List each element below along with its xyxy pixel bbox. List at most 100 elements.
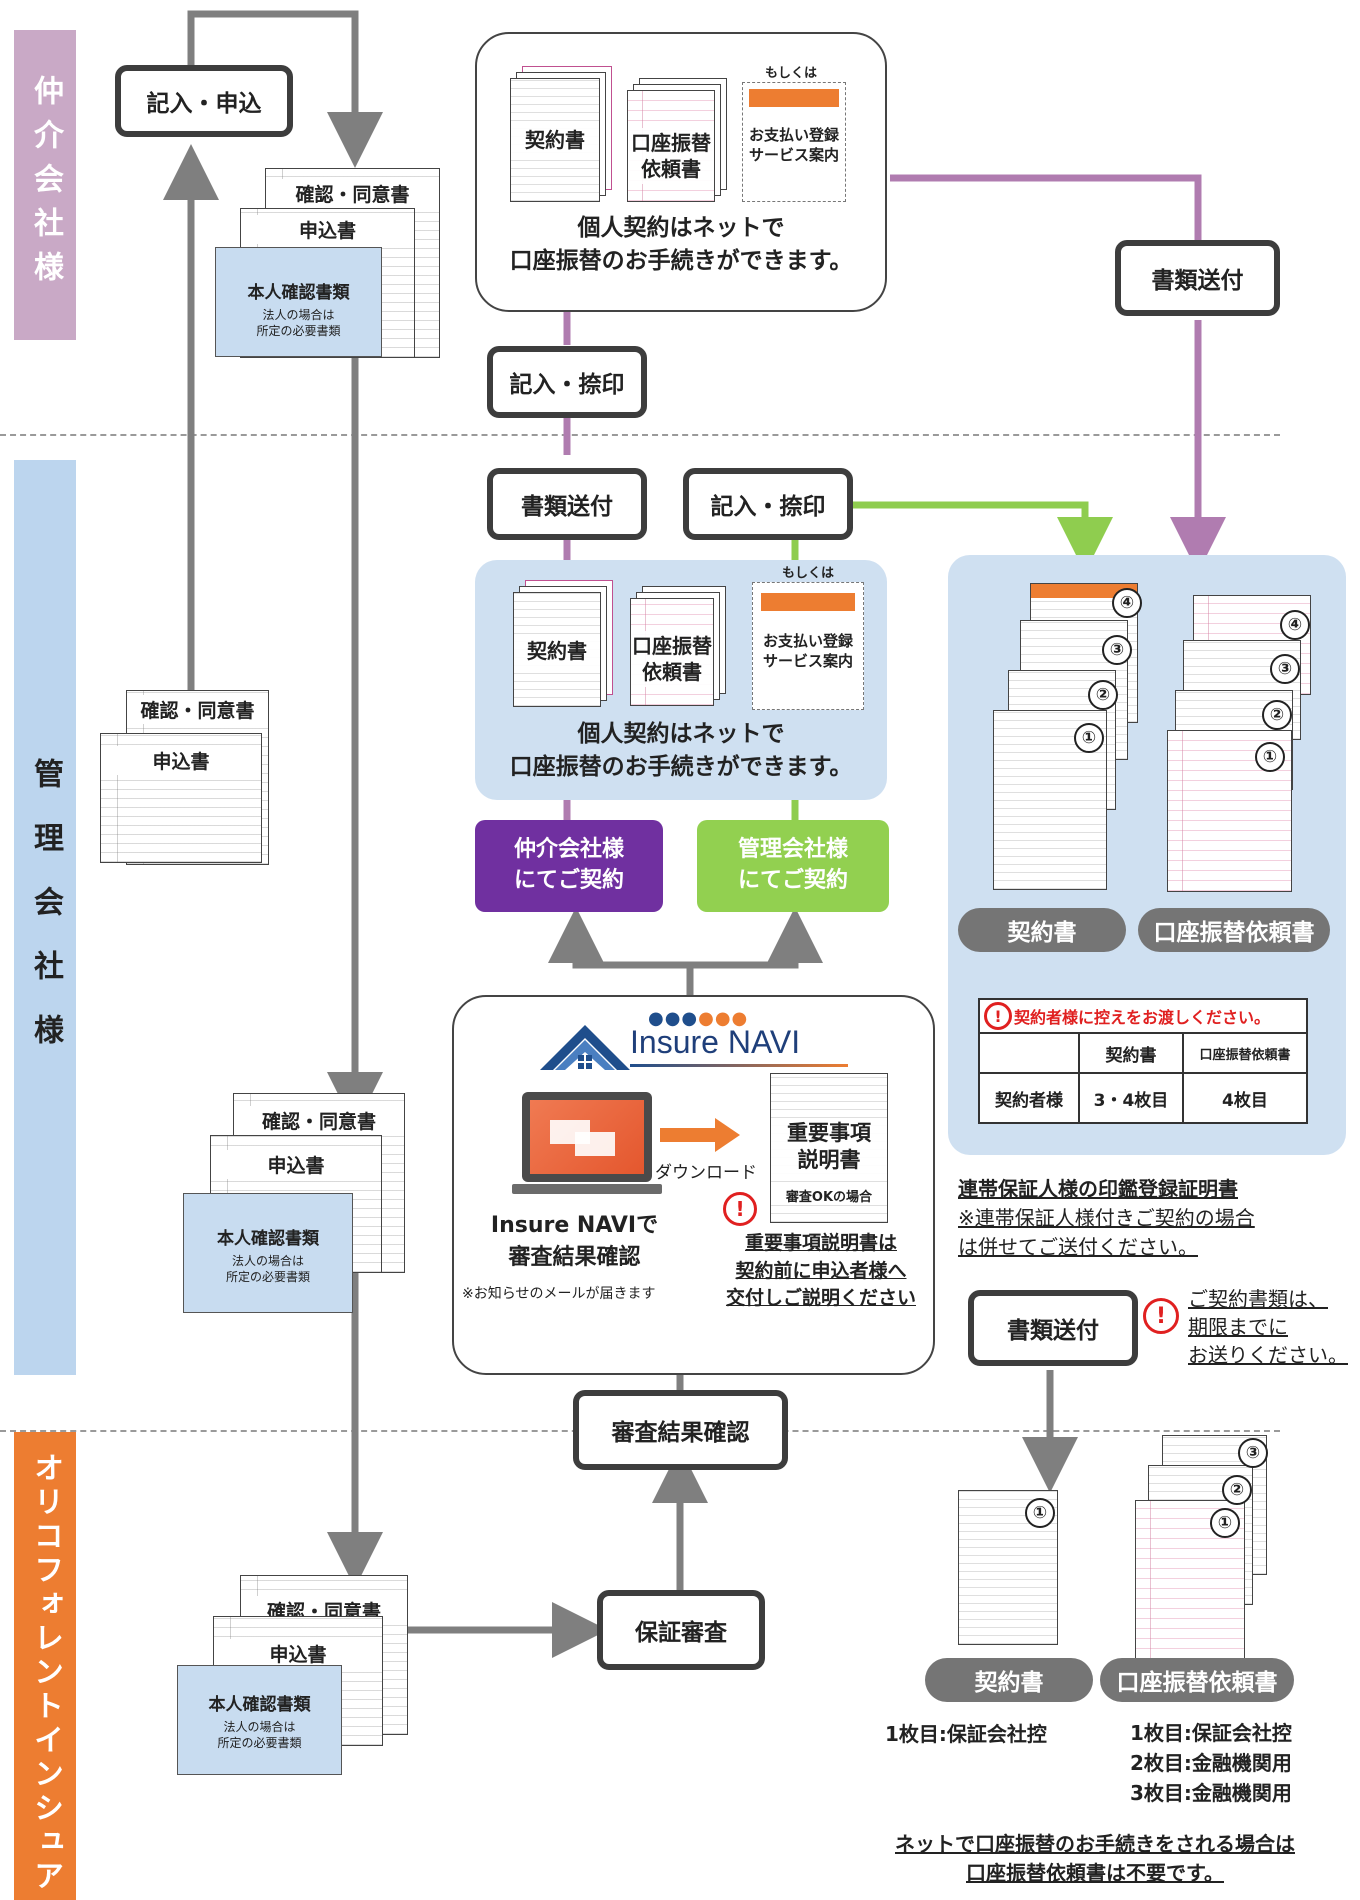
- shorui-soufu-box-1: 書類送付: [1115, 240, 1280, 316]
- right-keiyaku-num-2: ②: [1088, 680, 1118, 710]
- doc-honnin-4-title: 本人確認書類: [208, 1695, 311, 1715]
- kinyu-moushikomi-box: 記入・申込: [115, 65, 293, 137]
- top-koza-doc: 口座振替 依頼書: [627, 90, 715, 202]
- kinyu-natsuin-box-2: 記入・捺印: [683, 468, 853, 540]
- hikae-col2: 口座振替依頼書: [1181, 1032, 1309, 1074]
- top-moshikuwa: もしくは: [765, 66, 818, 81]
- bottom-koza-num-3: ③: [1238, 1438, 1268, 1468]
- hosho-shinsa-box: 保証審査: [597, 1590, 765, 1670]
- right-koza-num-4: ④: [1280, 610, 1310, 640]
- doc-honnin-1: 本人確認書類 法人の場合は 所定の必要書類: [215, 247, 382, 357]
- top-net-note-2: 口座振替のお手続きができます。: [509, 248, 853, 275]
- mid-koza-label-b: 依頼書: [642, 659, 702, 684]
- hikae-table-corner: [978, 1032, 1080, 1074]
- bottom-footnote: ネットで口座振替のお手続きをされる場合は 口座振替依頼書は不要です。: [870, 1830, 1320, 1888]
- deadline-3: お送りください。: [1188, 1343, 1348, 1367]
- rentai-note-2: は併せてご送付ください。: [958, 1235, 1198, 1259]
- insure-navi-logo: Insure NAVI: [630, 1024, 801, 1060]
- doc-honnin-1-title: 本人確認書類: [247, 283, 350, 303]
- bottom-keiyaku-pill: 契約書: [925, 1658, 1093, 1702]
- mid-keiyakusho-doc: 契約書: [513, 592, 601, 707]
- mid-oshiharai-b: サービス案内: [762, 652, 853, 671]
- insure-check-b: 審査結果確認: [508, 1244, 641, 1270]
- shorui-soufu-box-3: 書類送付: [968, 1290, 1138, 1366]
- bottom-koza-pill: 口座振替依頼書: [1100, 1658, 1294, 1702]
- mid-koza-label: 口座振替 依頼書: [631, 630, 713, 687]
- kinyu-natsuin-label-1: 記入・捺印: [509, 372, 625, 398]
- mid-koza-label-a: 口座振替: [632, 633, 712, 658]
- exclamation-icon: !: [723, 1192, 757, 1226]
- doc-moushikomi-2-title: 申込書: [101, 746, 261, 775]
- doc-moushikomi-4-title: 申込書: [214, 1639, 382, 1668]
- mid-net-note-2: 口座振替のお手続きができます。: [509, 754, 853, 781]
- rentai-title: 連帯保証人様の印鑑登録証明書: [958, 1177, 1238, 1201]
- jyuyo-b: 説明書: [797, 1148, 861, 1173]
- jyuyo-warning-2: 契約前に申込者様へ: [735, 1259, 907, 1282]
- rentai-note: 連帯保証人様の印鑑登録証明書 ※連帯保証人様付きご契約の場合 は併せてご送付くだ…: [958, 1175, 1348, 1262]
- doc-honnin-3-title: 本人確認書類: [217, 1229, 319, 1249]
- right-keiyaku-num-3: ③: [1102, 635, 1132, 665]
- section-orico: オリコフォレントインシュア: [14, 1432, 76, 1900]
- bottom-koza-num-2: ②: [1222, 1475, 1252, 1505]
- mid-net-note-1: 個人契約はネットで: [577, 721, 785, 747]
- download-label: ダウンロード: [655, 1163, 757, 1183]
- hikae-val2: 4枚目: [1181, 1072, 1309, 1124]
- doc-honnin-3-sub1: 法人の場合は: [231, 1254, 304, 1268]
- top-net-note: 個人契約はネットで 口座振替のお手続きができます。: [480, 212, 882, 279]
- chukai-keiyaku-line2: にてご契約: [513, 868, 624, 893]
- jyuyo-warning: 重要事項説明書は 契約前に申込者様へ 交付しご説明ください: [712, 1230, 930, 1313]
- top-koza-label-a: 口座振替: [631, 131, 711, 156]
- hikae-header: ! 契約者様に控えをお渡しください。: [978, 998, 1308, 1034]
- deadline-note: ご契約書類は、 期限までに お送りください。: [1188, 1285, 1348, 1369]
- mid-net-note: 個人契約はネットで 口座振替のお手続きができます。: [480, 718, 882, 785]
- top-oshiharai-a: お支払い登録: [748, 126, 839, 144]
- doc-honnin-4-sub2: 所定の必要書類: [217, 1736, 302, 1751]
- doc-honnin-4-sub1: 法人の場合は: [223, 1720, 296, 1734]
- mid-oshiharai-header: [761, 593, 855, 611]
- doc-honnin-4: 本人確認書類 法人の場合は 所定の必要書類: [177, 1665, 342, 1775]
- doc-moushikomi-1-title: 申込書: [241, 215, 414, 244]
- mid-koza-doc: 口座振替 依頼書: [630, 598, 714, 706]
- hikae-table: 契約書 口座振替依頼書 契約者様 3・4枚目 4枚目: [978, 1032, 1309, 1124]
- chukai-keiyaku-line1: 仲介会社様: [513, 837, 624, 863]
- doc-moushikomi-3-title: 申込書: [211, 1150, 381, 1179]
- bottom-keiyaku-note: 1枚目:保証会社控: [885, 1722, 1047, 1746]
- top-net-note-1: 個人契約はネットで: [577, 215, 785, 241]
- shinsa-kekka-label: 審査結果確認: [611, 1420, 750, 1446]
- kanri-keiyaku-line2: にてご契約: [737, 868, 848, 893]
- top-oshiharai-header: [749, 89, 839, 107]
- deadline-1: ご契約書類は、: [1188, 1287, 1328, 1311]
- top-koza-label-b: 依頼書: [641, 157, 701, 182]
- hikae-table-header: 契約書 口座振替依頼書: [978, 1032, 1309, 1074]
- doc-moushikomi-2: 申込書: [100, 733, 262, 863]
- house-logo-icon: [540, 1025, 630, 1070]
- kanri-keiyaku-line1: 管理会社様: [737, 837, 848, 863]
- doc-honnin-1-sub2: 所定の必要書類: [256, 324, 341, 339]
- hikae-exclamation-icon: !: [984, 1002, 1012, 1030]
- section-orico-label: オリコフォレントインシュア: [28, 1452, 63, 1894]
- section-kanri-label: 管理会社様: [28, 757, 63, 1078]
- shinsa-ok: 審査OKの場合: [771, 1186, 887, 1205]
- section-chukai: 仲介会社様: [14, 30, 76, 340]
- kinyu-moushikomi-label: 記入・申込: [146, 91, 262, 117]
- insure-check-a: Insure NAVIで: [490, 1213, 659, 1238]
- top-oshiharai-b: サービス案内: [748, 146, 839, 165]
- laptop-icon: [512, 1092, 662, 1212]
- chukai-keiyaku-button: 仲介会社様 にてご契約: [475, 820, 663, 912]
- hosho-shinsa-label: 保証審査: [635, 1620, 727, 1646]
- top-keiyakusho-doc: 契約書: [510, 78, 600, 202]
- right-keiyaku-num-4: ④: [1112, 588, 1142, 618]
- hikae-table-row: 契約者様 3・4枚目 4枚目: [978, 1072, 1309, 1124]
- section-kanri: 管理会社様: [14, 460, 76, 1375]
- mid-oshiharai-text: お支払い登録 サービス案内: [753, 631, 863, 672]
- rentai-note-1: ※連帯保証人様付きご契約の場合: [958, 1206, 1255, 1230]
- insure-check-text: Insure NAVIで 審査結果確認: [462, 1210, 687, 1274]
- doc-kakunin-1-title: 確認・同意書: [266, 179, 439, 208]
- hikae-val1: 3・4枚目: [1078, 1072, 1184, 1124]
- mid-moshikuwa: もしくは: [782, 566, 835, 581]
- doc-kakunin-3-title: 確認・同意書: [234, 1106, 404, 1135]
- bottom-keiyaku-num-1: ①: [1025, 1498, 1055, 1528]
- shorui-soufu-label-1: 書類送付: [1151, 268, 1244, 294]
- download-arrow-icon: [660, 1118, 740, 1152]
- bottom-footnote-1: ネットで口座振替のお手続きをされる場合は: [895, 1832, 1295, 1856]
